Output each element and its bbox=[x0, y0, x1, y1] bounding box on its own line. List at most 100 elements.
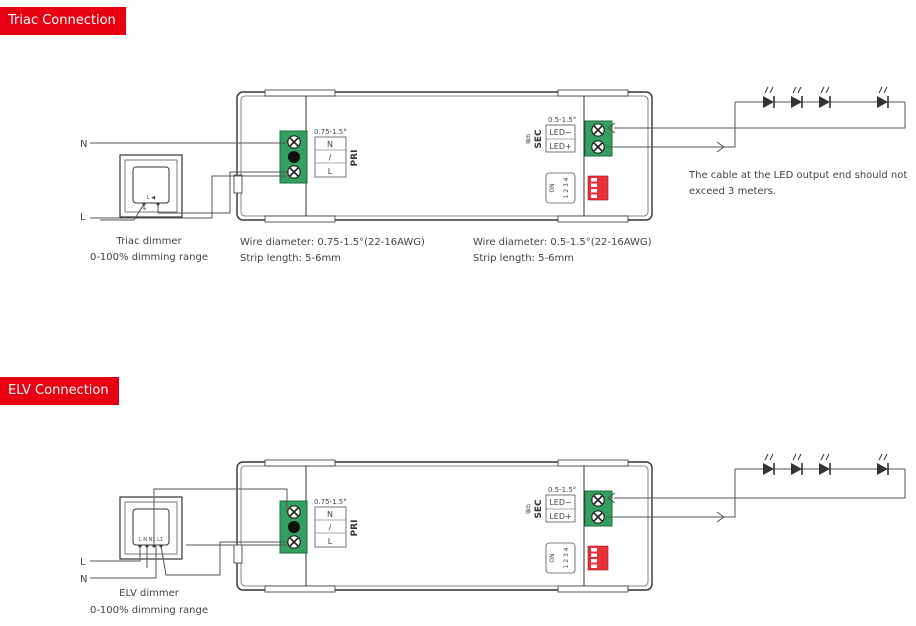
led-diode-icon bbox=[791, 96, 802, 108]
dip-switch-lever bbox=[591, 194, 597, 198]
primary-label-3: L bbox=[328, 537, 333, 546]
primary-wire-size: 0.75-1.5° bbox=[314, 498, 347, 506]
dip-switch-lever bbox=[591, 559, 597, 563]
dimmer-lead-in bbox=[100, 203, 145, 221]
led-feed-wire bbox=[606, 469, 736, 518]
dip-switch-lever bbox=[591, 178, 597, 182]
driver-housing-inner bbox=[240, 95, 649, 217]
secondary-label-2: LED+ bbox=[549, 512, 571, 521]
output-strip-length: Strip length: 5-6mm bbox=[473, 253, 574, 264]
primary-wire-size: 0.75-1.5° bbox=[314, 128, 347, 136]
dimmer-knob bbox=[132, 508, 170, 546]
line-wire-in bbox=[90, 175, 287, 219]
light-ray bbox=[820, 86, 825, 94]
primary-label: PRI bbox=[350, 150, 360, 167]
primary-label-1: N bbox=[327, 140, 333, 149]
light-ray bbox=[797, 86, 802, 94]
housing-tab bbox=[557, 89, 629, 97]
light-ray bbox=[764, 86, 769, 94]
secondary-cn-label: 输出 bbox=[525, 504, 532, 514]
led-diode-icon bbox=[819, 96, 830, 108]
led-diode-icon bbox=[763, 96, 774, 108]
housing-tab bbox=[557, 585, 629, 593]
housing-tab bbox=[557, 459, 629, 467]
dimmer-caption: Triac dimmer bbox=[115, 236, 182, 247]
dip-legend-box bbox=[545, 542, 576, 574]
primary-label-1: N bbox=[327, 510, 333, 519]
dip-switch-lever bbox=[591, 189, 597, 193]
dimmer-lead bbox=[143, 204, 146, 210]
screw-slot bbox=[289, 537, 299, 547]
primary-label-3: L bbox=[328, 167, 333, 176]
section-title-elv: ELV Connection bbox=[0, 377, 119, 405]
input-wire-diameter: Wire diameter: 0.75-1.5°(22-16AWG) bbox=[240, 237, 425, 248]
primary-label-2: / bbox=[329, 153, 332, 162]
secondary-terminal-labels bbox=[545, 124, 576, 153]
dimmer-terminal-labels: L ◀ bbox=[147, 195, 155, 201]
screw-slot bbox=[593, 142, 603, 152]
light-ray bbox=[792, 86, 797, 94]
housing-tab bbox=[264, 585, 336, 593]
primary-label: PRI bbox=[350, 520, 360, 537]
light-ray bbox=[883, 86, 888, 94]
led-diode-icon bbox=[819, 463, 830, 475]
light-ray bbox=[825, 86, 830, 94]
led-diode-icon bbox=[791, 463, 802, 475]
secondary-label: SEC bbox=[534, 499, 544, 519]
dimmer-range: 0-100% dimming range bbox=[90, 605, 208, 616]
screw-slot bbox=[593, 512, 603, 522]
led-diode-icon bbox=[877, 463, 888, 475]
cable-note-line2: exceed 3 meters. bbox=[689, 186, 776, 197]
dimmer-lead-out-2 bbox=[160, 541, 287, 576]
light-ray bbox=[878, 453, 883, 461]
led-diode-icon bbox=[763, 463, 774, 475]
driver-housing-inner bbox=[240, 465, 649, 587]
primary-label-2: / bbox=[329, 523, 332, 532]
light-ray bbox=[797, 453, 802, 461]
dimmer-range: 0-100% dimming range bbox=[90, 252, 208, 263]
cable-note-line1: The cable at the LED output end should n… bbox=[688, 170, 907, 181]
light-ray bbox=[764, 453, 769, 461]
light-ray bbox=[883, 453, 888, 461]
housing-tab bbox=[264, 215, 336, 223]
housing-clip bbox=[233, 544, 243, 564]
dimmer-knob bbox=[132, 166, 170, 204]
led-feed-wire bbox=[606, 102, 736, 148]
led-return-wire bbox=[614, 469, 906, 499]
terminal-blank bbox=[288, 151, 300, 163]
terminal-blank bbox=[288, 521, 300, 533]
secondary-label: SEC bbox=[534, 129, 544, 149]
input-label-top: N bbox=[80, 139, 87, 150]
light-ray bbox=[820, 453, 825, 461]
secondary-wire-size: 0.5-1.5° bbox=[548, 486, 576, 494]
dimmer-terminal-labels: L N N1 L1 bbox=[139, 537, 163, 543]
dip-switch-lever bbox=[591, 183, 597, 187]
wire-notes: Wire diameter: 0.75-1.5°(22-16AWG) Strip… bbox=[240, 170, 907, 264]
arrow-icon bbox=[607, 122, 616, 134]
input-label-bottom: N bbox=[80, 574, 87, 585]
arrow-icon bbox=[716, 511, 725, 523]
secondary-label-1: LED− bbox=[549, 128, 571, 137]
screw-slot bbox=[289, 507, 299, 517]
dip-numbers: 1 2 3 4 bbox=[563, 177, 570, 198]
input-label-top: L bbox=[80, 557, 86, 568]
dip-switch-lever bbox=[591, 553, 597, 557]
section-title-triac: Triac Connection bbox=[0, 7, 126, 35]
dip-switch bbox=[587, 545, 609, 571]
dip-on-label: ON bbox=[549, 553, 556, 562]
screw-slot bbox=[289, 137, 299, 147]
light-ray bbox=[825, 453, 830, 461]
light-ray bbox=[769, 86, 774, 94]
light-ray bbox=[792, 453, 797, 461]
light-ray bbox=[878, 86, 883, 94]
secondary-terminal-labels bbox=[545, 494, 576, 523]
housing-tab bbox=[557, 215, 629, 223]
dimmer-lead bbox=[146, 546, 148, 568]
led-return-wire bbox=[614, 102, 906, 129]
input-label-bottom: L bbox=[80, 212, 86, 223]
primary-terminal-labels bbox=[314, 506, 347, 548]
screw-slot bbox=[593, 125, 603, 135]
